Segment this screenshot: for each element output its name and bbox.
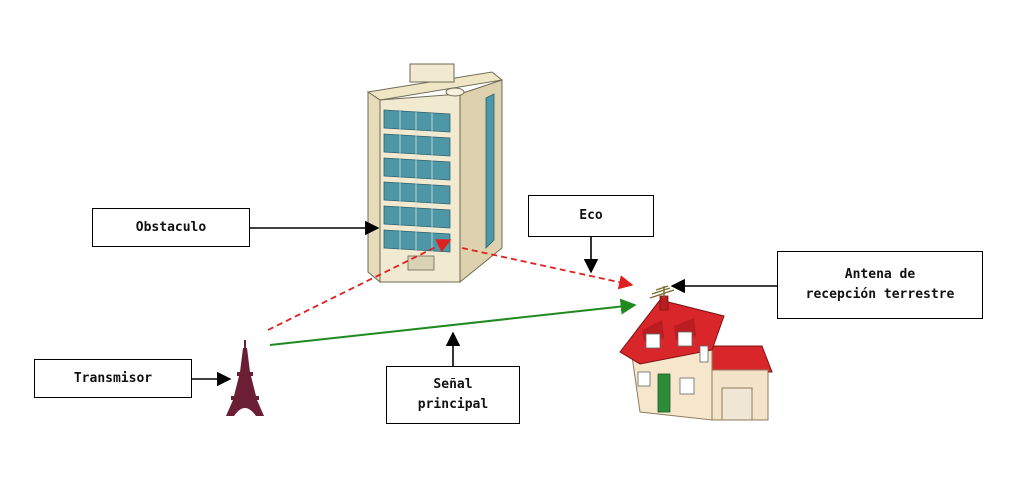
- reflected-signal-line: [267, 239, 452, 331]
- antena-label: Antena de recepción terrestre: [777, 251, 983, 319]
- main-signal-line: [269, 298, 637, 346]
- eco-label: Eco: [528, 195, 654, 237]
- house-icon: [619, 295, 773, 421]
- obstaculo-text: Obstaculo: [135, 219, 207, 235]
- transmisor-label: Transmisor: [34, 359, 192, 398]
- antena-text-line1: Antena de: [844, 267, 916, 282]
- transmitter-tower-icon: [226, 340, 264, 416]
- senal-text-line2: principal: [417, 397, 489, 412]
- obstaculo-label: Obstaculo: [92, 208, 250, 247]
- building-icon: [366, 63, 504, 284]
- eco-text: Eco: [579, 208, 603, 223]
- senal-text-line1: Señal: [433, 377, 473, 392]
- echo-signal-line: [461, 247, 634, 290]
- transmisor-text: Transmisor: [73, 370, 153, 386]
- antenna-icon: [649, 285, 675, 299]
- antena-text-line2: recepción terrestre: [805, 287, 955, 302]
- senal-principal-label: Señal principal: [386, 366, 520, 424]
